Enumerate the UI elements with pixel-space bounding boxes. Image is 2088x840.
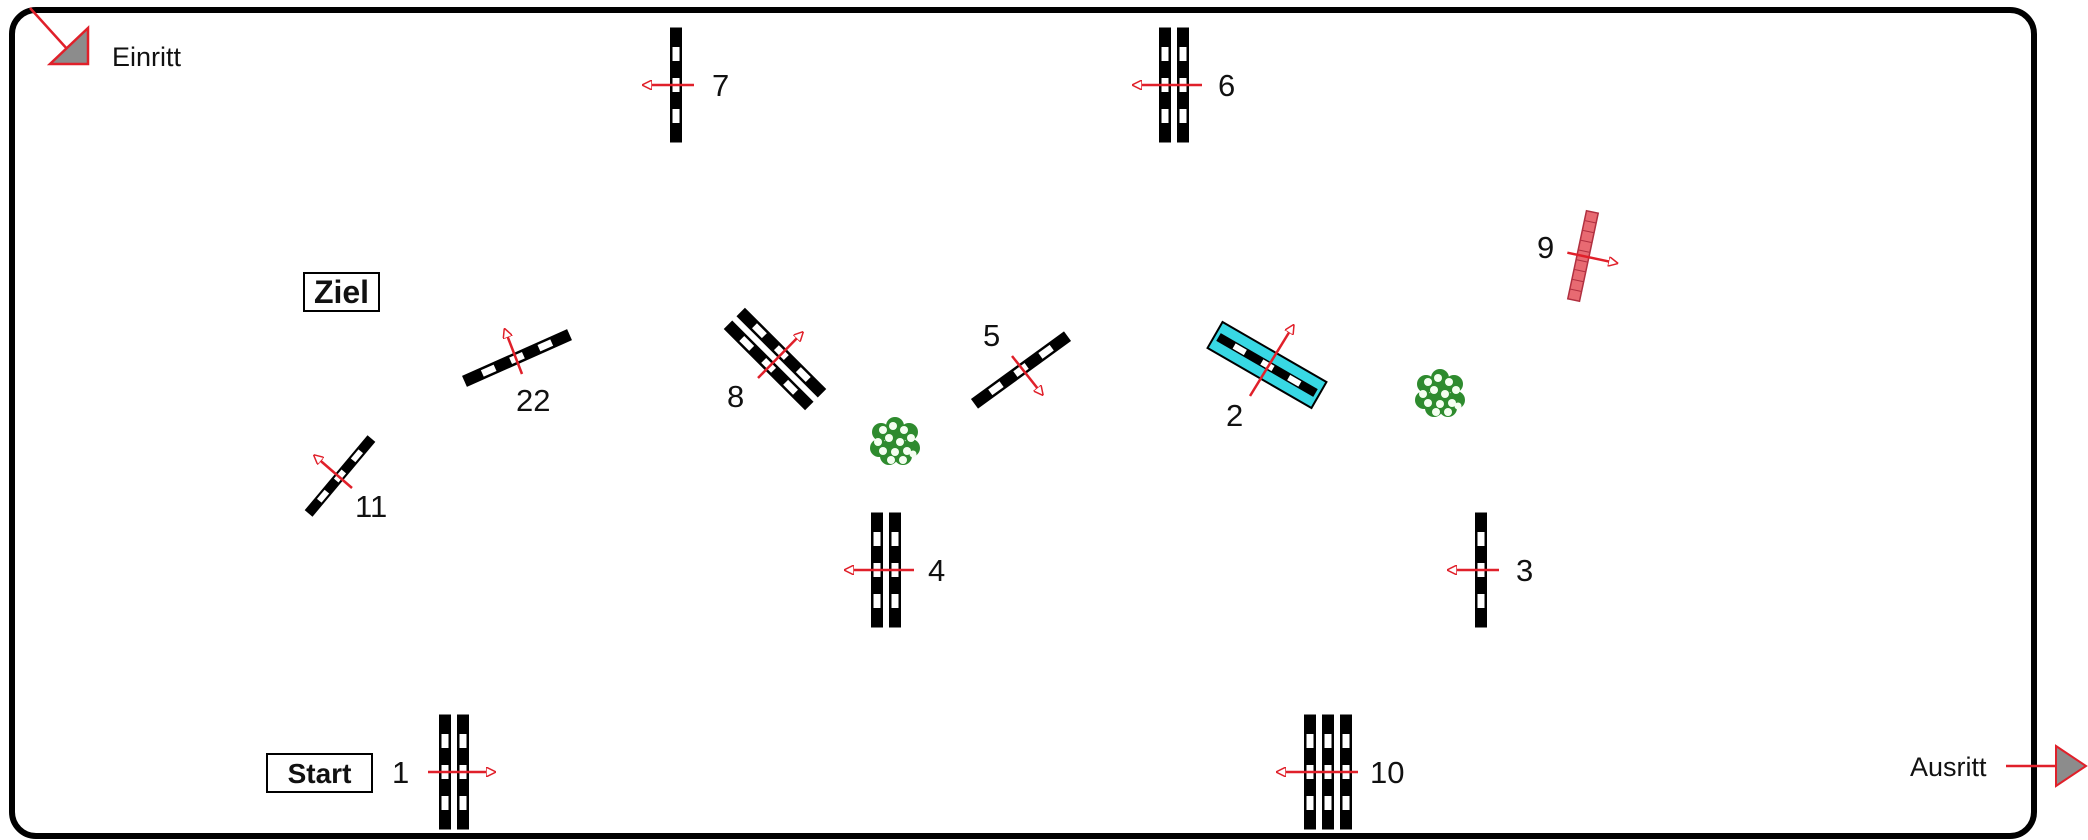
obstacle-2 bbox=[1206, 320, 1328, 410]
obstacle-1-label: 1 bbox=[392, 755, 409, 790]
obstacle-9-label: 9 bbox=[1537, 230, 1554, 265]
obstacle-6-label: 6 bbox=[1218, 68, 1235, 103]
obstacle-4 bbox=[846, 512, 914, 628]
finish-box: Ziel bbox=[303, 272, 380, 312]
obstacle-11-label: 11 bbox=[355, 489, 387, 524]
entry-label: Einritt bbox=[112, 42, 182, 72]
obstacle-10-label: 10 bbox=[1370, 755, 1404, 790]
obstacle-6 bbox=[1134, 27, 1202, 143]
hedge-bush-left bbox=[870, 417, 920, 465]
obstacle-2-label: 2 bbox=[1226, 398, 1243, 433]
entry-marker bbox=[29, 7, 90, 66]
obstacle-8-arrow bbox=[757, 333, 802, 379]
obstacle-5-arrow bbox=[1011, 355, 1042, 394]
obstacle-7-label: 7 bbox=[712, 68, 729, 103]
obstacle-3-label: 3 bbox=[1516, 553, 1533, 588]
finish-label: Ziel bbox=[314, 274, 369, 310]
obstacle-11-arrow bbox=[315, 456, 353, 489]
obstacle-22-label: 22 bbox=[516, 383, 550, 418]
exit-marker bbox=[2006, 744, 2088, 788]
start-box: Start bbox=[266, 753, 373, 793]
start-label: Start bbox=[288, 758, 352, 789]
obstacle-9 bbox=[1566, 209, 1626, 303]
obstacle-4-label: 4 bbox=[928, 553, 945, 588]
obstacle-8-label: 8 bbox=[727, 379, 744, 414]
obstacle-10 bbox=[1278, 714, 1358, 830]
obstacle-1 bbox=[428, 714, 494, 830]
arena-fence bbox=[9, 7, 2037, 839]
obstacle-22-arrow bbox=[505, 330, 524, 375]
exit-label: Ausritt bbox=[1910, 752, 1987, 782]
obstacle-7 bbox=[644, 27, 694, 143]
obstacle-2-arrow bbox=[1248, 326, 1293, 397]
obstacle-5-label: 5 bbox=[983, 318, 1000, 353]
hedge-bush-right bbox=[1415, 369, 1465, 417]
obstacle-3 bbox=[1449, 512, 1499, 628]
